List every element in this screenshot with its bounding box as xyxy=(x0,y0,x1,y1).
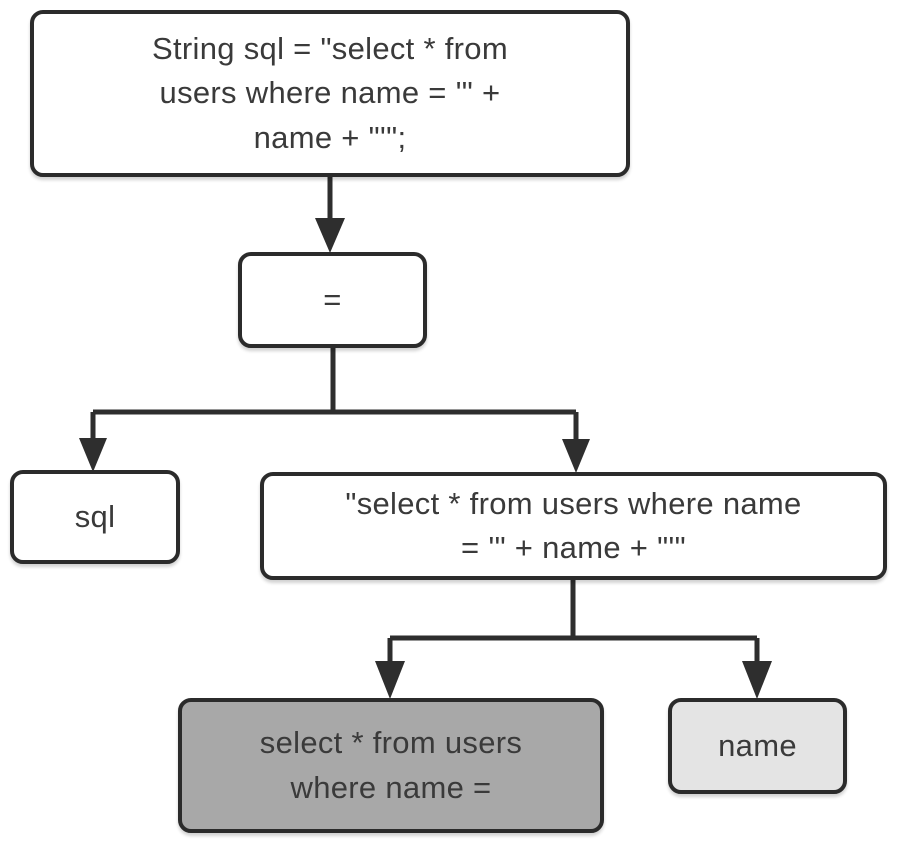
node-sql-literal: select * from users where name = xyxy=(178,698,604,833)
node-name-variable: name xyxy=(668,698,847,794)
arrowhead-down-icon xyxy=(562,439,590,473)
connector-line xyxy=(387,580,760,662)
connector-lines xyxy=(90,177,760,662)
arrowhead-down-icon xyxy=(742,661,772,699)
connector-line xyxy=(90,348,579,444)
arrowhead-down-icon xyxy=(315,218,345,253)
arrowhead-down-icon xyxy=(79,438,107,472)
node-equals-operator: = xyxy=(238,252,427,348)
arrowheads xyxy=(79,218,772,699)
node-string-expression: "select * from users where name = '" + n… xyxy=(260,472,887,580)
node-assignment-statement: String sql = "select * from users where … xyxy=(30,10,630,177)
arrowhead-down-icon xyxy=(375,661,405,699)
node-sql-variable: sql xyxy=(10,470,180,564)
